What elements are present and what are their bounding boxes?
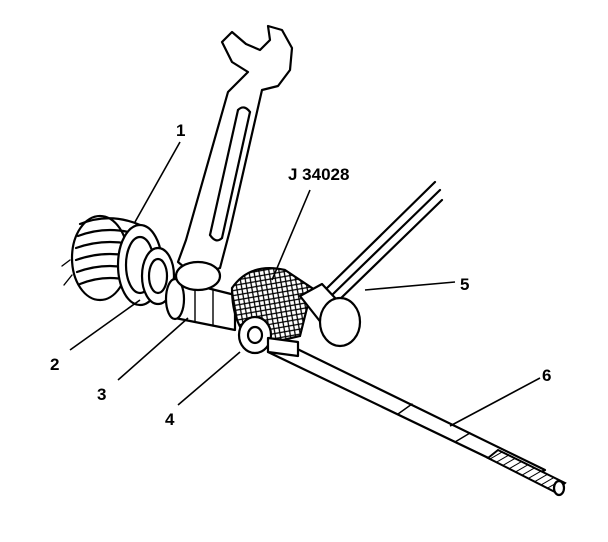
callout-5: 5 [460, 275, 469, 294]
callout-4: 4 [165, 410, 175, 429]
tool-label: J 34028 [288, 165, 349, 184]
threaded-end [486, 448, 567, 497]
callout-2: 2 [50, 355, 59, 374]
slide-hammer-rods [323, 180, 444, 304]
callout-1: 1 [176, 121, 185, 140]
callout-3: 3 [97, 385, 106, 404]
callout-6: 6 [542, 366, 551, 385]
puller-body-j34028 [230, 267, 314, 358]
spindle-adapter [164, 277, 237, 332]
hammer-weight [298, 282, 362, 348]
leader-lines [69, 141, 541, 427]
open-end-wrench [174, 24, 294, 292]
